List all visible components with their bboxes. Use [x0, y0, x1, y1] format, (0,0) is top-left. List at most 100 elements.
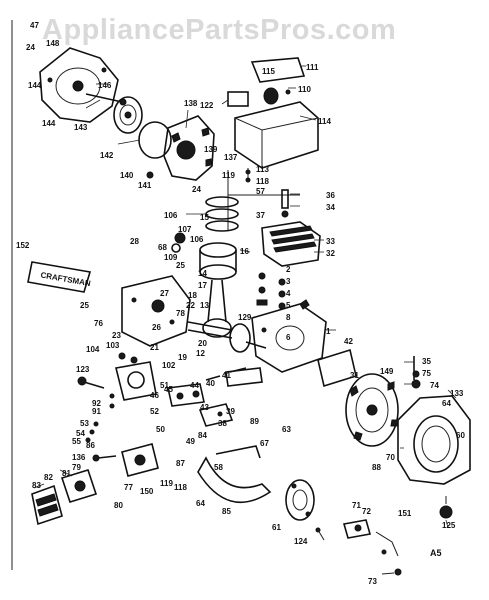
label-70: 70 — [386, 453, 395, 462]
label-40: 40 — [206, 379, 215, 388]
linkage-cluster-part — [167, 367, 247, 427]
screw-part-73 — [381, 568, 402, 576]
label-33: 33 — [326, 237, 335, 246]
flywheel-part — [345, 373, 399, 447]
label-149: 149 — [380, 367, 394, 376]
label-143: 143 — [74, 123, 88, 132]
label-103: 103 — [106, 341, 120, 350]
label-64b: 64 — [196, 499, 205, 508]
label-52: 52 — [150, 407, 159, 416]
label-106: 106 — [164, 211, 178, 220]
label-71: 71 — [352, 501, 361, 510]
label-37: 37 — [256, 211, 265, 220]
flywheel-disc-part — [113, 96, 143, 134]
label-76: 76 — [94, 319, 103, 328]
label-129: 129 — [238, 313, 252, 322]
label-39: 39 — [226, 407, 235, 416]
label-24: 24 — [26, 43, 35, 52]
lower-shroud-part — [197, 445, 272, 504]
label-115: 115 — [262, 67, 275, 76]
label-26: 26 — [152, 323, 161, 332]
label-151: 151 — [398, 509, 412, 518]
label-49: 49 — [186, 437, 195, 446]
small-parts-stack — [256, 272, 286, 310]
oil-seal-part-61 — [285, 479, 315, 521]
label-22: 22 — [186, 301, 195, 310]
label-85: 85 — [222, 507, 231, 516]
label-113: 113 — [256, 165, 269, 174]
carb-bowl-part — [92, 443, 159, 477]
leader-lines — [33, 65, 457, 529]
label-82: 82 — [44, 473, 53, 482]
label-45: 45 — [164, 385, 173, 394]
air-filter-part-83 — [31, 484, 63, 526]
label-2: 2 — [286, 265, 291, 274]
label-136: 136 — [72, 453, 86, 462]
label-8: 8 — [286, 313, 291, 322]
label-53: 53 — [80, 419, 89, 428]
label-86: 86 — [86, 441, 95, 450]
screw-part-140 — [146, 171, 154, 179]
label-32: 32 — [326, 249, 335, 258]
muffler-part-133 — [225, 367, 263, 387]
label-42: 42 — [344, 337, 353, 346]
label-88: 88 — [372, 463, 381, 472]
label-23: 23 — [112, 331, 121, 340]
corner-label: A5 — [430, 548, 442, 558]
label-144: 144 — [28, 81, 42, 90]
label-148: 148 — [46, 39, 60, 48]
label-79: 79 — [72, 463, 81, 472]
label-18: 18 — [188, 291, 197, 300]
label-111: 111 — [306, 63, 319, 72]
label-54: 54 — [76, 429, 85, 438]
label-78: 78 — [176, 309, 185, 318]
label-31: 31 — [350, 371, 359, 380]
label-106b: 106 — [190, 235, 204, 244]
label-123: 123 — [76, 365, 90, 374]
label-150: 150 — [140, 487, 154, 496]
label-74: 74 — [430, 381, 439, 390]
label-34: 34 — [326, 203, 335, 212]
label-3: 3 — [286, 277, 291, 286]
magneto-assembly-part — [163, 115, 215, 181]
label-12: 12 — [196, 349, 205, 358]
label-102: 102 — [162, 361, 176, 370]
label-4: 4 — [286, 289, 291, 298]
label-67: 67 — [260, 439, 269, 448]
label-16: 16 — [240, 247, 249, 256]
label-91: 91 — [92, 407, 101, 416]
label-92: 92 — [92, 399, 101, 408]
connecting-rod-part — [202, 279, 232, 338]
label-110: 110 — [298, 85, 311, 94]
label-64: 64 — [442, 399, 451, 408]
label-109: 109 — [164, 253, 178, 262]
label-36: 36 — [326, 191, 335, 200]
piston-rings-part — [205, 196, 239, 232]
governor-lever-part — [77, 352, 138, 389]
label-144: 144 — [42, 119, 56, 128]
label-46: 46 — [150, 391, 159, 400]
watermark-text: AppliancePartsPros.com — [42, 14, 397, 46]
washer-part-124 — [315, 527, 325, 541]
small-hardware-part — [85, 393, 115, 443]
decal-part-152: CRAFTSMAN — [27, 261, 92, 293]
wrist-pin-part — [171, 232, 186, 253]
carburetor-body-part — [115, 361, 157, 401]
blower-housing-part — [397, 395, 471, 485]
crankshaft-part — [187, 321, 267, 353]
crankcase-cover-part — [121, 275, 191, 347]
label-122: 122 — [200, 101, 214, 110]
label-118: 118 — [256, 177, 269, 186]
label-104: 104 — [86, 345, 100, 354]
label-83: 83 — [32, 481, 41, 490]
label-68: 68 — [158, 243, 167, 252]
label-21: 21 — [150, 343, 159, 352]
label-77: 77 — [124, 483, 133, 492]
label-20: 20 — [198, 339, 207, 348]
piston-part — [199, 242, 237, 280]
label-75: 75 — [422, 369, 431, 378]
part-number-labels: 47 24 148 146 144 144 143 142 138 122 11… — [16, 21, 465, 586]
label-138: 138 — [184, 99, 198, 108]
label-15: 15 — [200, 213, 209, 222]
